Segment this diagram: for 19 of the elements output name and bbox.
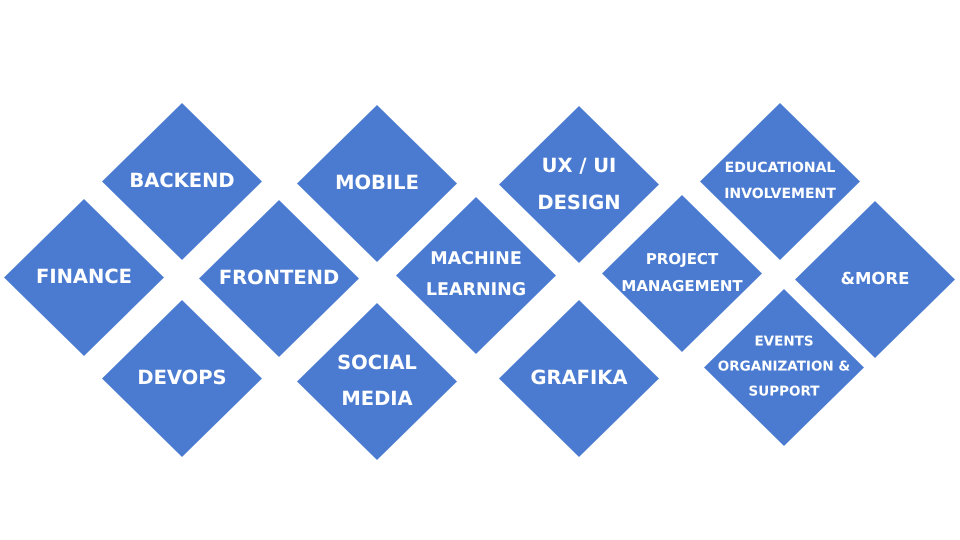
diamond-tile: [297, 302, 457, 460]
category-label: SOCIAL MEDIA: [336, 350, 418, 412]
diamond-tile: [199, 200, 359, 356]
diamond-tile: [102, 300, 262, 456]
category-label: FRONTEND: [218, 265, 340, 291]
category-label: EVENTS ORGANIZATION & SUPPORT: [716, 332, 852, 402]
category-label: BACKEND: [129, 168, 235, 194]
category-label: MOBILE: [335, 170, 419, 196]
diamond-tile: [4, 198, 164, 356]
category-label: FINANCE: [36, 264, 132, 290]
category-label: EDUCATIONAL INVOLVEMENT: [723, 159, 837, 204]
category-label: PROJECT MANAGEMENT: [620, 249, 744, 297]
diamond-tile: [499, 300, 659, 456]
diamond-tile: [102, 102, 262, 260]
category-label: MACHINE LEARNING: [424, 248, 528, 302]
category-label: GRAFIKA: [530, 365, 628, 391]
category-label: UX / UI DESIGN: [536, 153, 622, 216]
category-label: &MORE: [840, 268, 910, 290]
category-label: DEVOPS: [137, 365, 227, 391]
